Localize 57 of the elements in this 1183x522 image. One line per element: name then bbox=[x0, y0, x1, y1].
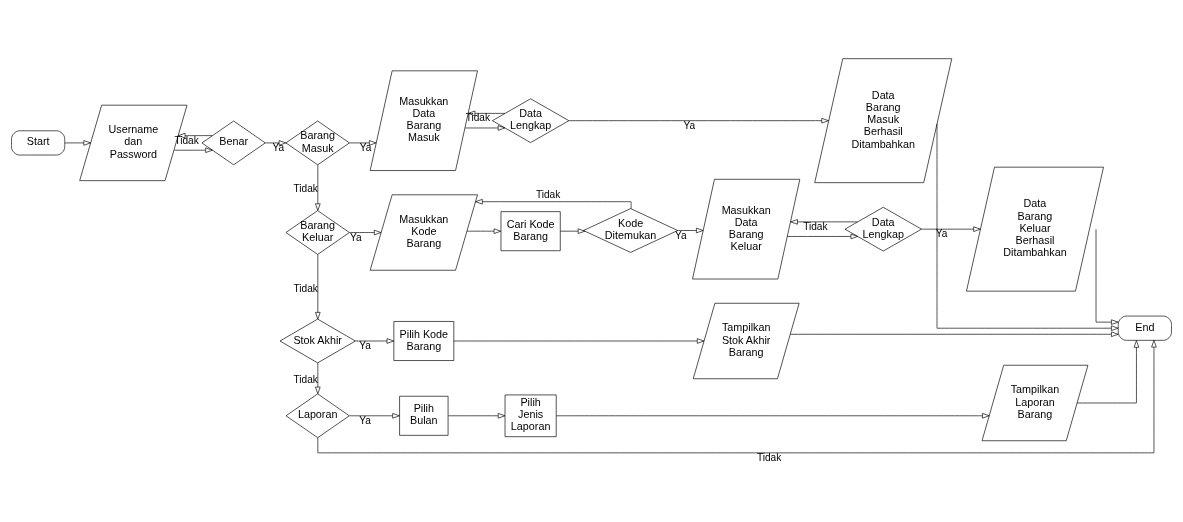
arrow bbox=[556, 412, 990, 418]
node-box: Pilih Kode Barang bbox=[393, 320, 455, 361]
arrow bbox=[317, 339, 1157, 453]
arrow bbox=[349, 139, 377, 146]
edge-label: Tidak bbox=[535, 188, 561, 200]
arrow bbox=[448, 412, 506, 418]
edge-label: Tidak bbox=[465, 111, 491, 123]
arrow bbox=[464, 124, 506, 131]
edge-label: Tidak bbox=[174, 134, 199, 146]
node-box: Start bbox=[11, 129, 66, 155]
node-diamond: Stok Akhir bbox=[279, 318, 356, 363]
arrow bbox=[466, 228, 502, 234]
node-diamond: Barang Masuk bbox=[285, 120, 350, 165]
arrow bbox=[1095, 228, 1119, 325]
edge-label: Tidak bbox=[293, 373, 318, 385]
edge-label: Ya bbox=[683, 119, 696, 131]
arrow bbox=[568, 117, 829, 123]
edge-label: Tidak bbox=[293, 282, 318, 293]
node-diamond: Barang Keluar bbox=[285, 209, 350, 255]
arrow bbox=[315, 253, 321, 319]
edge-label: Ya bbox=[350, 231, 362, 243]
edge-label: Ya bbox=[272, 141, 285, 153]
node-box: Cari Kode Barang bbox=[500, 210, 561, 251]
arrow bbox=[64, 139, 91, 146]
node-diamond: Benar bbox=[201, 120, 266, 165]
arrow bbox=[349, 229, 382, 235]
arrow bbox=[790, 331, 1119, 337]
arrow bbox=[560, 228, 586, 234]
arrow bbox=[265, 139, 287, 146]
arrow bbox=[677, 227, 704, 233]
arrow bbox=[921, 225, 981, 232]
arrow bbox=[315, 362, 321, 394]
edge-label: Ya bbox=[359, 141, 372, 153]
edge-label: Ya bbox=[359, 414, 371, 426]
node-box: End bbox=[1117, 315, 1172, 341]
arrow bbox=[1076, 339, 1140, 403]
arrow bbox=[178, 132, 213, 138]
edge-label: Ya bbox=[359, 339, 371, 351]
arrow bbox=[475, 198, 632, 209]
edge-label: Tidak bbox=[803, 220, 828, 232]
arrow bbox=[786, 233, 858, 239]
arrow bbox=[467, 110, 506, 116]
arrow bbox=[349, 412, 400, 418]
edge-label: Tidak bbox=[756, 451, 782, 463]
arrow bbox=[453, 337, 705, 344]
node-diamond: Data Lengkap bbox=[492, 97, 570, 143]
node-diamond: Laporan bbox=[285, 393, 350, 438]
node-box: Pilih Bulan bbox=[399, 395, 449, 436]
arrow bbox=[936, 123, 1119, 331]
arrow bbox=[790, 218, 858, 225]
node-box: Pilih Jenis Laporan bbox=[504, 394, 557, 437]
edge-label: Ya bbox=[935, 227, 948, 239]
arrow bbox=[315, 164, 321, 211]
arrow bbox=[173, 147, 213, 153]
arrow bbox=[355, 337, 395, 344]
edge-label: Tidak bbox=[293, 182, 318, 194]
node-diamond: Data Lengkap bbox=[844, 206, 922, 251]
